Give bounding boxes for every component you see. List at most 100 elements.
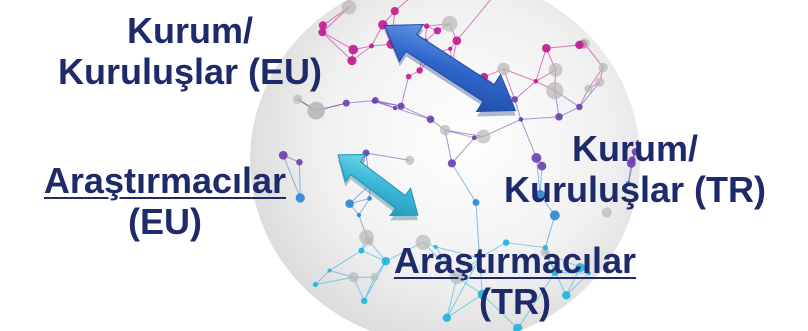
network-link (535, 157, 541, 195)
network-node (358, 247, 365, 254)
network-node (372, 97, 379, 104)
network-node (356, 212, 362, 218)
network-node (449, 270, 464, 285)
network-node (452, 36, 462, 46)
network-node (518, 117, 524, 122)
network-node (348, 272, 359, 283)
network-node (295, 193, 305, 203)
network-node (318, 21, 327, 30)
network-node (292, 94, 303, 104)
network-node (535, 189, 546, 200)
network-link (514, 80, 537, 100)
network-node (433, 244, 438, 249)
researchers-tr-label: Araştırmacılar (TR) (370, 240, 660, 322)
network-link (422, 241, 458, 278)
network-link (558, 106, 580, 118)
network-node (416, 67, 423, 74)
institutions-tr-line1: Kurum/ (572, 128, 698, 169)
network-node (312, 281, 319, 288)
researchers-eu-line2: (EU) (128, 201, 202, 242)
researchers-tr-line2: (TR) (479, 281, 551, 322)
network-link (565, 272, 590, 296)
network-node (390, 7, 399, 16)
network-link (479, 257, 483, 295)
network-node (342, 99, 350, 107)
network-node (584, 84, 593, 93)
network-node (601, 207, 612, 218)
network-link (579, 81, 601, 108)
network-node (626, 158, 636, 168)
network-node (548, 62, 563, 77)
network-node (575, 40, 584, 50)
researchers-eu-line1: Araştırmacılar (43, 160, 287, 201)
network-link (349, 184, 371, 205)
network-node (497, 62, 510, 76)
network-link (315, 270, 330, 285)
network-node (370, 273, 379, 282)
network-node (502, 239, 510, 246)
network-link (482, 294, 519, 329)
network-link (479, 242, 507, 259)
network-node (551, 268, 559, 277)
network-link (322, 31, 354, 51)
network-node (533, 78, 539, 84)
network-link (375, 99, 402, 107)
network-node (341, 0, 357, 15)
network-link (456, 0, 497, 42)
network-node (511, 96, 519, 103)
network-link (565, 267, 581, 296)
network-node (448, 46, 453, 51)
network-node (635, 139, 640, 147)
network-node (318, 28, 327, 37)
network-node (586, 271, 591, 276)
network-link (514, 99, 522, 120)
network-link (555, 271, 589, 274)
network-node (575, 262, 585, 273)
network-node (595, 77, 605, 87)
institutions-eu-line2: Kuruluşlar (EU) (57, 51, 323, 92)
researchers-eu-label: Araştırmacılar (EU) (20, 160, 310, 242)
network-link (475, 202, 481, 258)
network-node (345, 199, 354, 208)
network-node (631, 148, 639, 156)
network-link (520, 116, 560, 120)
network-node (447, 159, 457, 168)
network-mesh (278, 0, 640, 331)
network-node (442, 313, 452, 323)
network-node (423, 23, 430, 29)
network-link (506, 242, 546, 249)
network-node (549, 210, 560, 221)
sphere-background (250, 0, 640, 331)
network-node (433, 27, 442, 35)
network-node (555, 113, 563, 121)
network-link (451, 163, 477, 203)
researchers-tr-line1: Araştırmacılar (393, 240, 637, 281)
network-link (451, 137, 475, 164)
network-node (405, 73, 412, 80)
network-node (562, 291, 571, 300)
network-link (361, 250, 387, 262)
network-link (329, 250, 362, 272)
network-link (322, 31, 353, 62)
network-node (439, 124, 451, 136)
network-node (477, 255, 482, 261)
network-node (415, 234, 431, 250)
network-node (626, 180, 631, 186)
network-node (542, 244, 549, 251)
network-link (358, 198, 370, 216)
network-node (397, 102, 405, 110)
network-node (392, 105, 398, 111)
network-link (315, 276, 354, 286)
network-link (446, 293, 483, 319)
network-node (405, 155, 415, 165)
network-link (444, 130, 453, 164)
network-node (471, 135, 477, 141)
network-node (307, 101, 326, 120)
network-node (598, 62, 608, 73)
network-node (542, 43, 551, 53)
network-node (546, 81, 564, 100)
network-node (537, 161, 547, 171)
network-link (544, 251, 581, 269)
